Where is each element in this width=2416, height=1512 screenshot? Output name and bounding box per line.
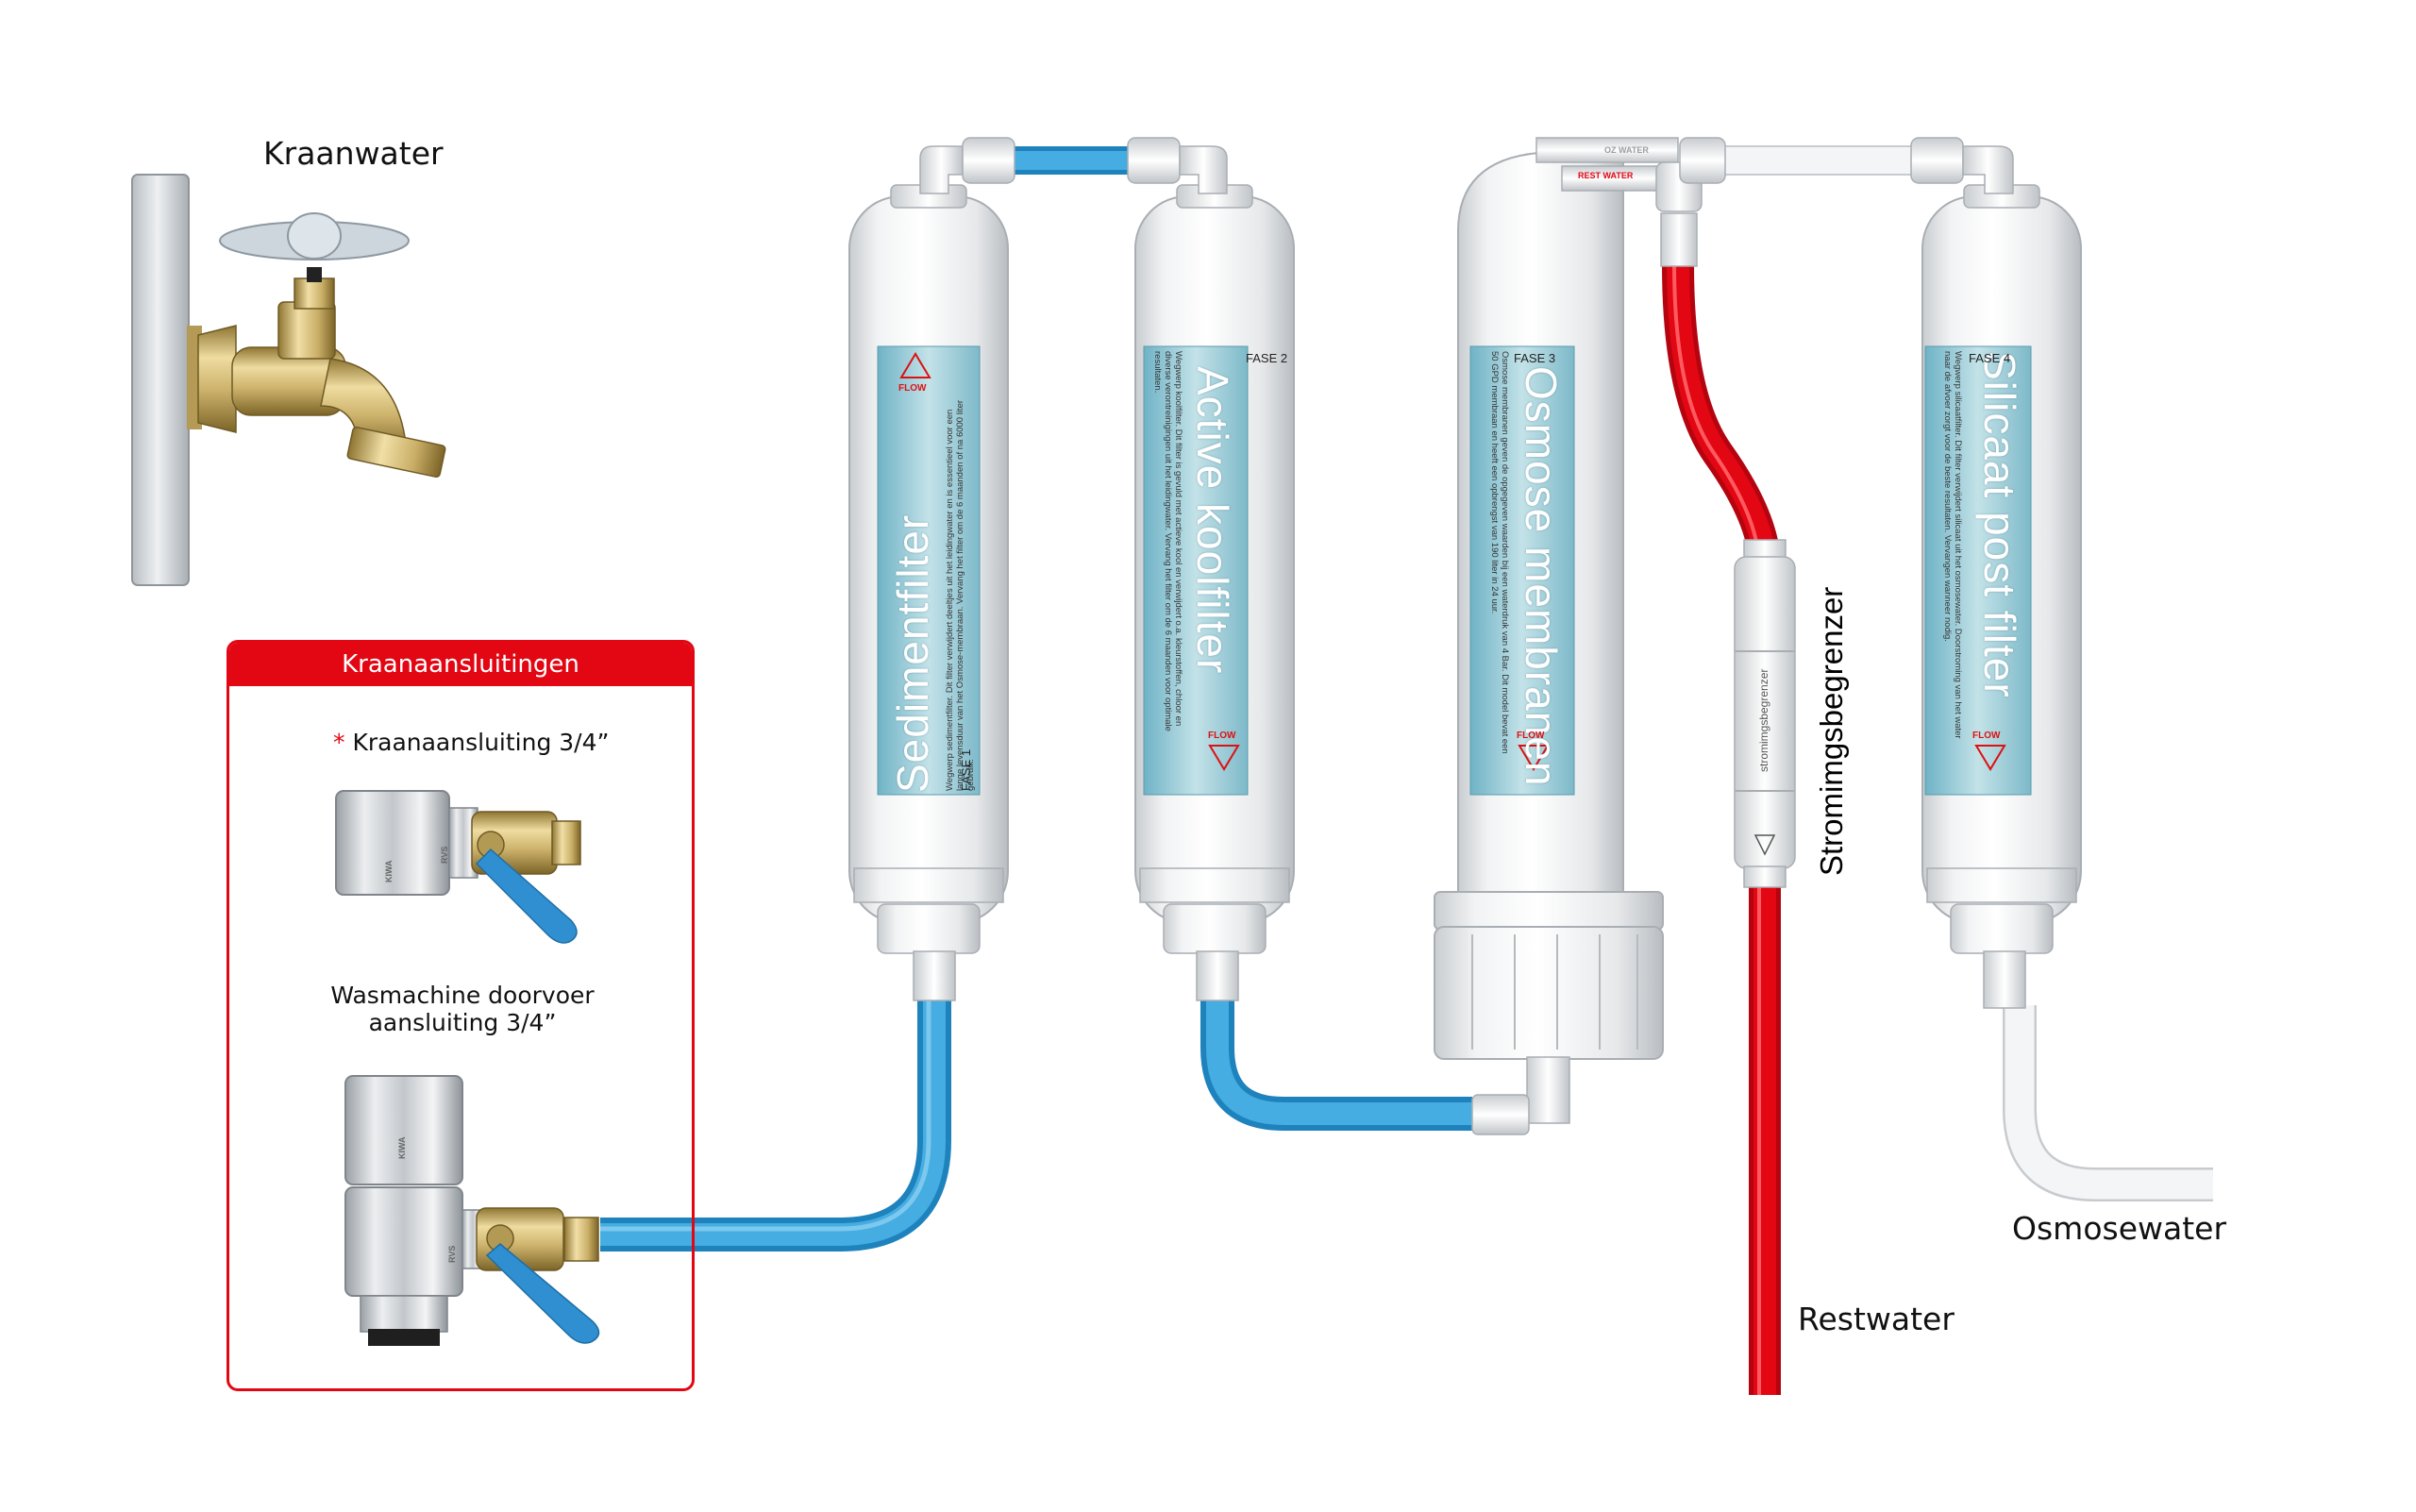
valve1-brand: KIWA <box>384 860 394 883</box>
valve-3-4 <box>335 790 581 944</box>
osmosis-water-label: Osmosewater <box>2012 1210 2227 1247</box>
tap-water-label: Kraanwater <box>263 135 444 172</box>
filter-4-stage: FASE 4 <box>1969 351 2011 365</box>
filter-3-stage: FASE 3 <box>1514 351 1556 365</box>
filter-4-flow: FLOW <box>1972 731 2001 741</box>
valve1-material: RVS <box>440 846 449 864</box>
filter-3-description: Osmose membranen geven de opgegeven waar… <box>1489 351 1510 754</box>
membrane-housing <box>1434 137 1703 1135</box>
filter-1-title: Sedimentfilter <box>888 513 937 793</box>
filter-3-flow: FLOW <box>1517 731 1545 741</box>
tap-connection-item-2-line1: Wasmachine doorvoer <box>330 982 595 1009</box>
tap-connection-item-1: * Kraanaansluiting 3/4” <box>333 729 609 756</box>
valve-washing-machine <box>344 1075 600 1346</box>
filter-2-flow: FLOW <box>1208 731 1236 741</box>
carbon-filter <box>1134 184 1295 1001</box>
valve2-brand: KIWA <box>397 1136 407 1160</box>
ro-outlet-label: OZ WATER <box>1604 145 1649 155</box>
top-fittings <box>919 137 2014 194</box>
tap-connection-item-2: Wasmachine doorvoer aansluiting 3/4” <box>321 982 604 1036</box>
tap-connections-panel: Kraanaansluitingen <box>226 640 695 1391</box>
filter-3-title: Osmose membranen <box>1517 366 1566 787</box>
flow-arrows <box>899 352 2006 771</box>
filter-4-title: Silicaat post filter <box>1975 351 2024 698</box>
sediment-filter <box>848 184 1009 1001</box>
tubes <box>600 145 2213 1395</box>
wall-tap <box>131 174 446 586</box>
ro-waste-label: REST WATER <box>1578 171 1634 180</box>
filter-2-title: Active koolfilter <box>1188 366 1237 675</box>
waste-water-label: Restwater <box>1798 1301 1955 1337</box>
filter-2-description: Wegwerp koolfilter. Dit filter is gevuld… <box>1152 351 1183 731</box>
tap-connections-title: Kraanaansluitingen <box>229 643 692 686</box>
flow-restrictor-body <box>1734 539 1796 888</box>
clear-tube-top <box>1698 145 1917 176</box>
filter-1-flow: FLOW <box>898 383 927 394</box>
restrictor-body-label: stromimgsbegrenzer <box>1757 668 1770 772</box>
tap-connection-item-2-line2: aansluiting 3/4” <box>368 1009 557 1036</box>
tap-connection-item-1-label: Kraanaansluiting 3/4” <box>352 729 610 756</box>
valve2-material: RVS <box>447 1245 457 1263</box>
required-star: * <box>333 729 345 756</box>
silicate-filter <box>1921 184 2082 1009</box>
filter-1-description: Wegwerp sedimentfilter. Dit filter verwi… <box>945 399 976 791</box>
filter-2-stage: FASE 2 <box>1246 351 1288 365</box>
filter-4-description: Wegwerp silicaatfilter. Dit filter verwi… <box>1942 351 1963 739</box>
flow-restrictor-label: Stromimgsbegrenzer <box>1814 586 1849 876</box>
